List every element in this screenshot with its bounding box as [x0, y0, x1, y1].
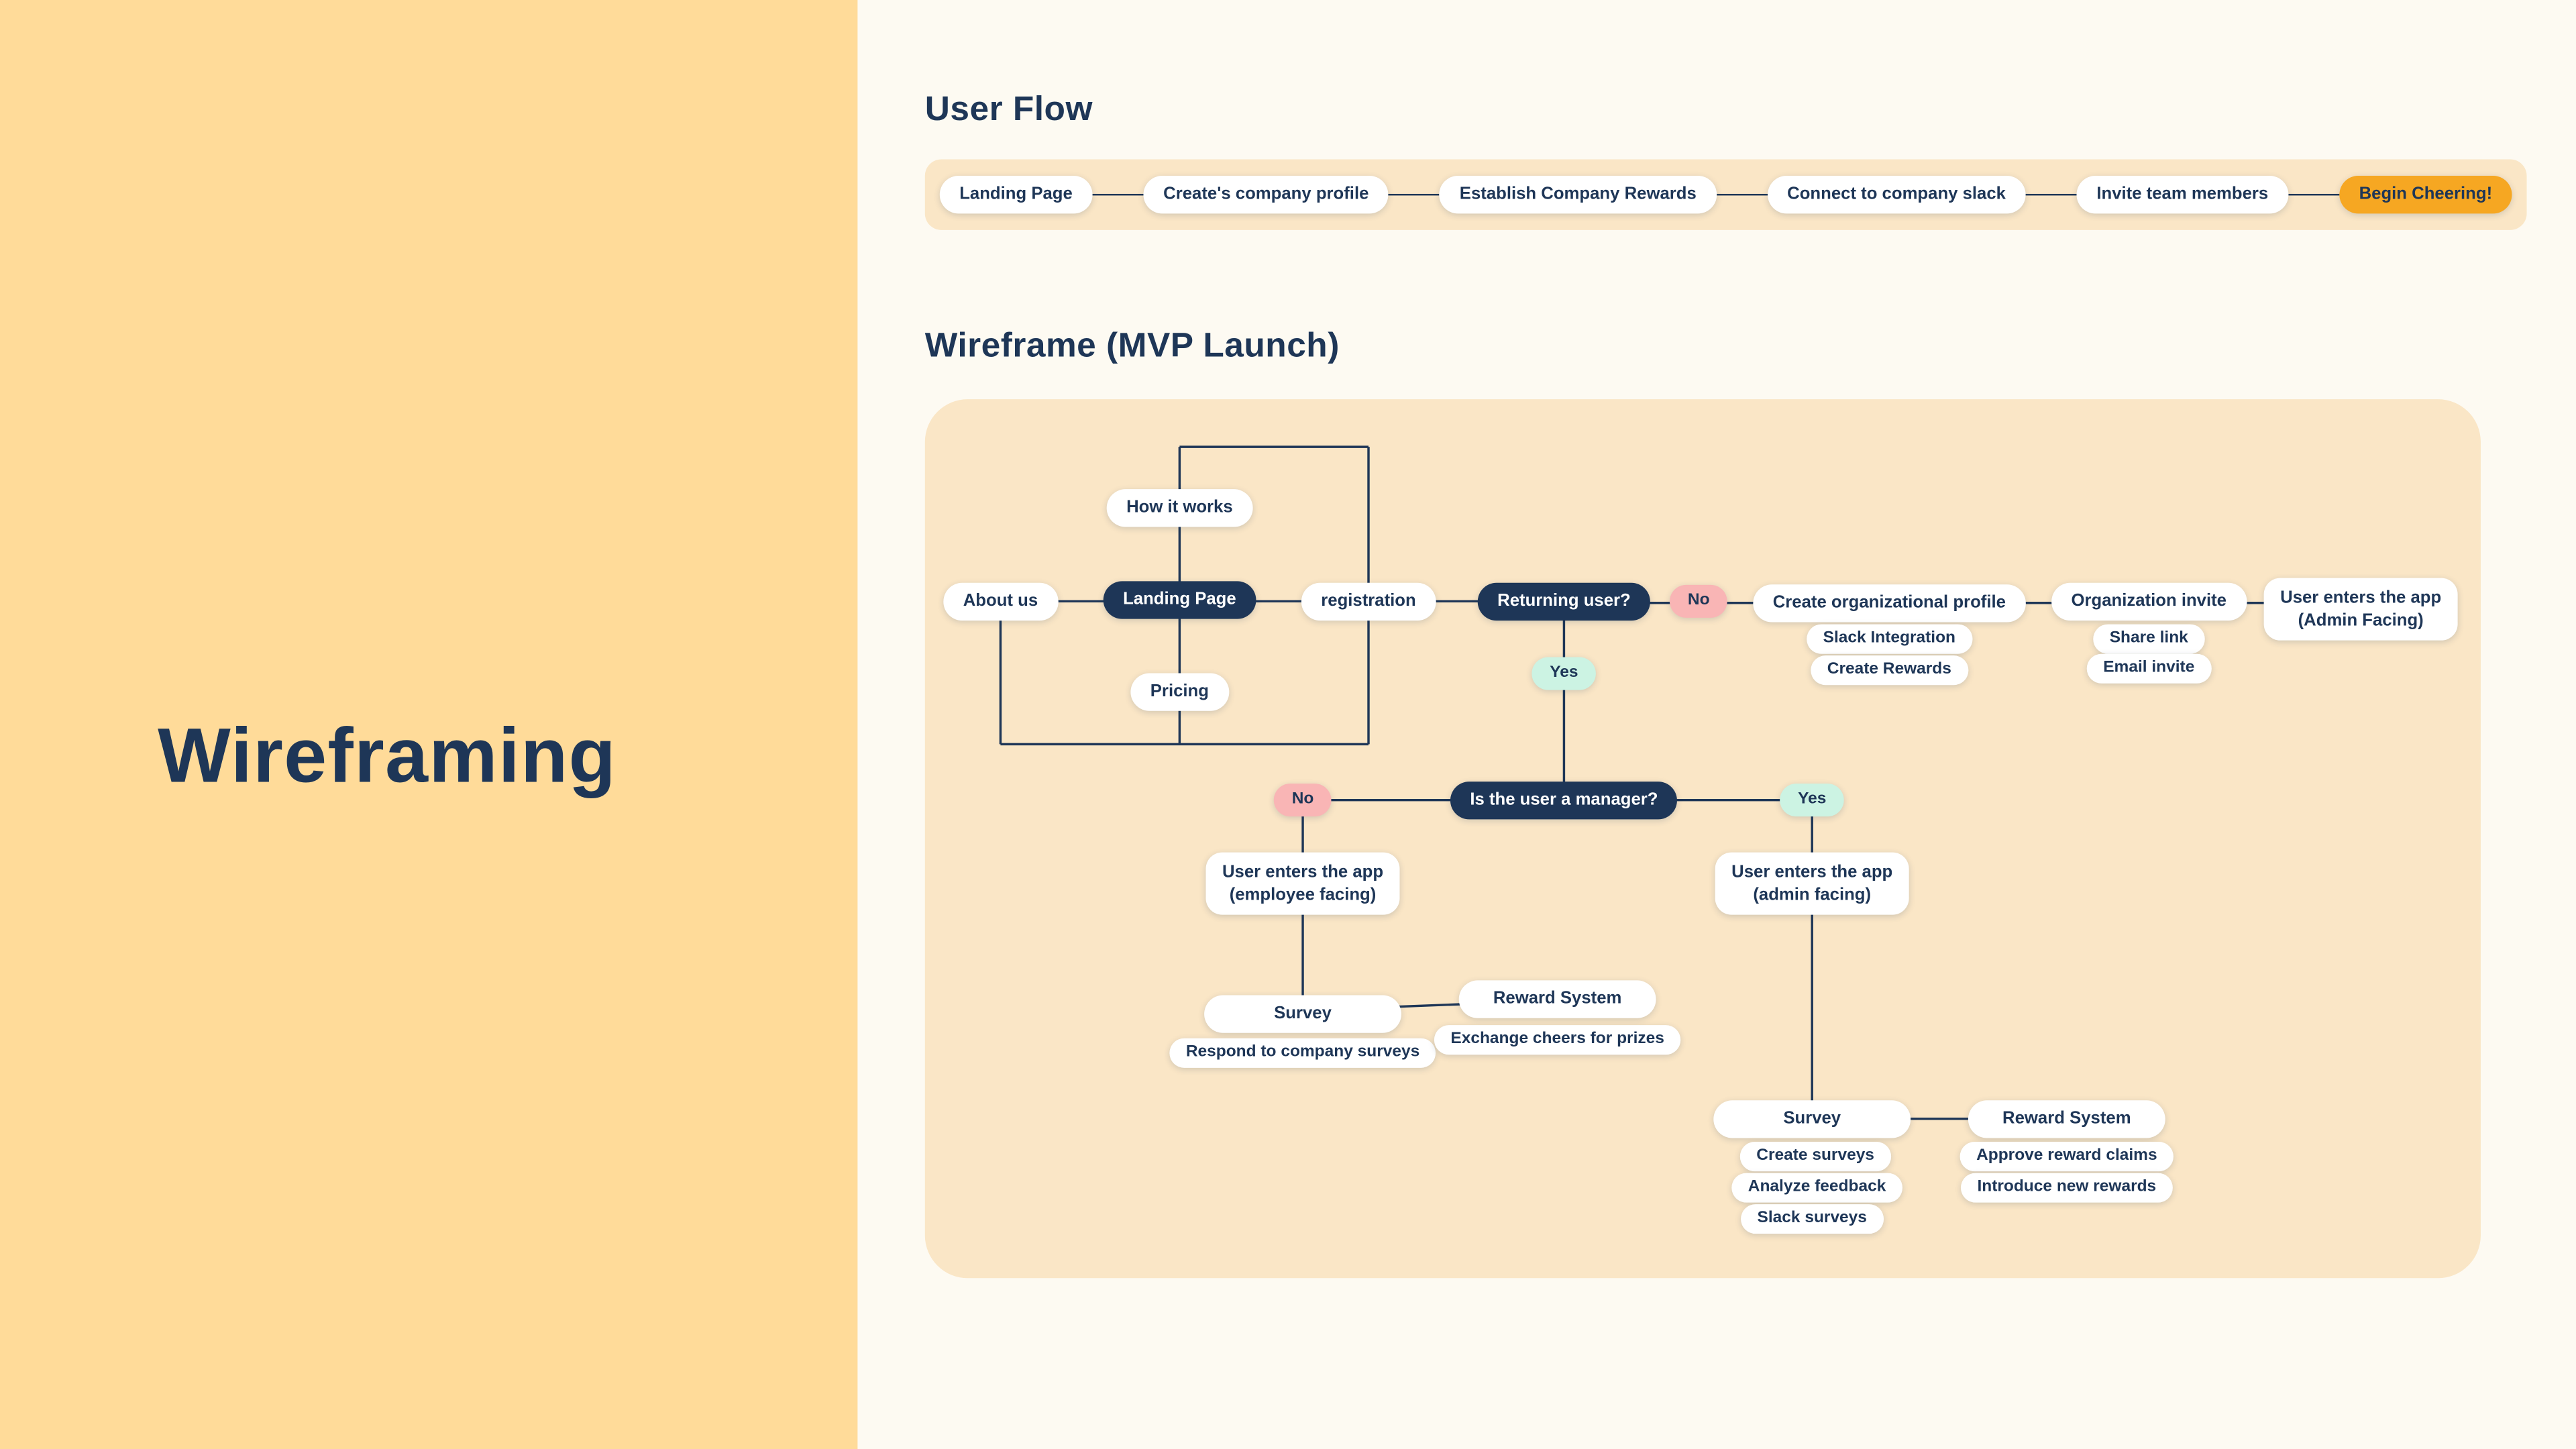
node-create-org-profile[interactable]: Create organizational profile [1753, 584, 2026, 622]
wireframe-panel [924, 399, 2481, 1279]
node-yes-manager[interactable]: Yes [1780, 784, 1845, 817]
connector-line [1092, 193, 1144, 196]
node-app-employee-line2: (employee facing) [1229, 885, 1377, 906]
node-email-invite[interactable]: Email invite [2086, 653, 2211, 684]
connector-line [1716, 193, 1768, 196]
node-app-employee-line1: User enters the app [1222, 862, 1384, 882]
node-introduce-new-rewards[interactable]: Introduce new rewards [1960, 1173, 2173, 1203]
node-slack-surveys[interactable]: Slack surveys [1741, 1204, 1884, 1234]
flow-step-create-company-profile[interactable]: Create's company profile [1143, 176, 1389, 213]
flow-step-landing-page[interactable]: Landing Page [939, 176, 1093, 213]
node-analyze-feedback[interactable]: Analyze feedback [1731, 1173, 1902, 1203]
node-create-rewards[interactable]: Create Rewards [1811, 655, 1968, 686]
node-app-admin-line1: User enters the app [1731, 862, 1893, 882]
node-app-employee-facing[interactable]: User enters the app (employee facing) [1205, 852, 1400, 916]
node-respond-company-surveys[interactable]: Respond to company surveys [1169, 1038, 1436, 1068]
user-flow-heading: User Flow [924, 90, 1093, 129]
flow-step-connect-slack[interactable]: Connect to company slack [1767, 176, 2026, 213]
connector-line [2025, 193, 2077, 196]
node-yes-returning[interactable]: Yes [1532, 657, 1597, 690]
node-survey-admin[interactable]: Survey [1713, 1100, 1911, 1138]
node-approve-reward-claims[interactable]: Approve reward claims [1960, 1142, 2174, 1172]
node-organization-invite[interactable]: Organization invite [2051, 582, 2247, 620]
node-pricing[interactable]: Pricing [1130, 673, 1229, 710]
user-flow-strip: Landing Page Create's company profile Es… [924, 159, 2527, 230]
node-app-admin-line2: (admin facing) [1753, 885, 1872, 906]
node-app-admin-facing[interactable]: User enters the app (Admin Facing) [2263, 578, 2458, 641]
node-app-admin-facing-line2: (Admin Facing) [2298, 611, 2424, 631]
node-app-admin-facing-line1: User enters the app [2280, 588, 2442, 608]
wireframe-heading: Wireframe (MVP Launch) [924, 327, 1340, 365]
flow-step-invite-team[interactable]: Invite team members [2076, 176, 2288, 213]
node-reward-system-admin[interactable]: Reward System [1968, 1100, 2165, 1138]
node-survey-employee[interactable]: Survey [1204, 995, 1401, 1032]
sidebar: Wireframing [0, 0, 858, 1449]
node-is-manager[interactable]: Is the user a manager? [1450, 782, 1678, 819]
node-returning-user[interactable]: Returning user? [1477, 582, 1651, 620]
node-no-returning[interactable]: No [1669, 584, 1728, 618]
page-title: Wireframing [158, 711, 617, 799]
node-share-link[interactable]: Share link [2093, 624, 2205, 654]
connector-line [2288, 193, 2340, 196]
node-landing-page[interactable]: Landing Page [1103, 581, 1256, 619]
node-app-admin[interactable]: User enters the app (admin facing) [1715, 852, 1909, 916]
flow-step-begin-cheering[interactable]: Begin Cheering! [2339, 176, 2512, 213]
node-registration[interactable]: registration [1301, 582, 1436, 620]
node-exchange-cheers[interactable]: Exchange cheers for prizes [1434, 1025, 1681, 1055]
node-create-surveys[interactable]: Create surveys [1739, 1142, 1891, 1172]
connector-line [1388, 193, 1440, 196]
node-about-us[interactable]: About us [943, 582, 1058, 620]
flow-step-establish-rewards[interactable]: Establish Company Rewards [1440, 176, 1717, 213]
node-reward-system-employee[interactable]: Reward System [1458, 980, 1656, 1018]
node-no-manager[interactable]: No [1273, 784, 1332, 817]
node-slack-integration[interactable]: Slack Integration [1807, 624, 1972, 654]
node-how-it-works[interactable]: How it works [1106, 489, 1253, 527]
